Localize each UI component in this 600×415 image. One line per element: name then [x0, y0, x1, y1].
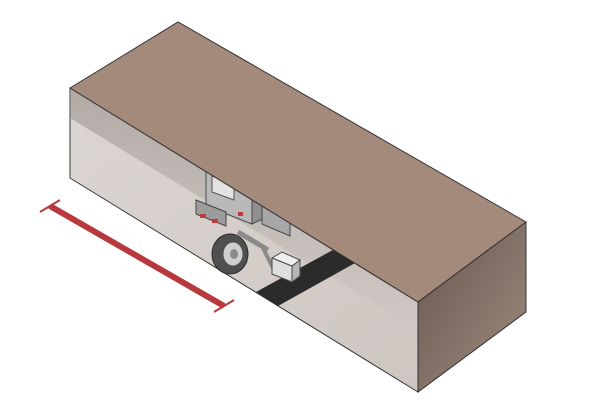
tire-hub — [230, 249, 238, 259]
robot-red-accent — [212, 219, 218, 223]
robot-red-accent — [238, 212, 243, 216]
dimension-tick-start — [39, 199, 61, 213]
dimension-marker-icon — [39, 199, 235, 313]
robot-front-plate — [195, 199, 227, 227]
dimension-line — [48, 203, 226, 309]
robot-light-sensor-side — [291, 259, 301, 283]
floor-track-line — [256, 245, 364, 306]
dimension-tick-end — [213, 299, 235, 313]
tire-icon — [211, 233, 249, 275]
box-side-face — [417, 221, 527, 393]
robot-red-accent — [200, 214, 206, 218]
